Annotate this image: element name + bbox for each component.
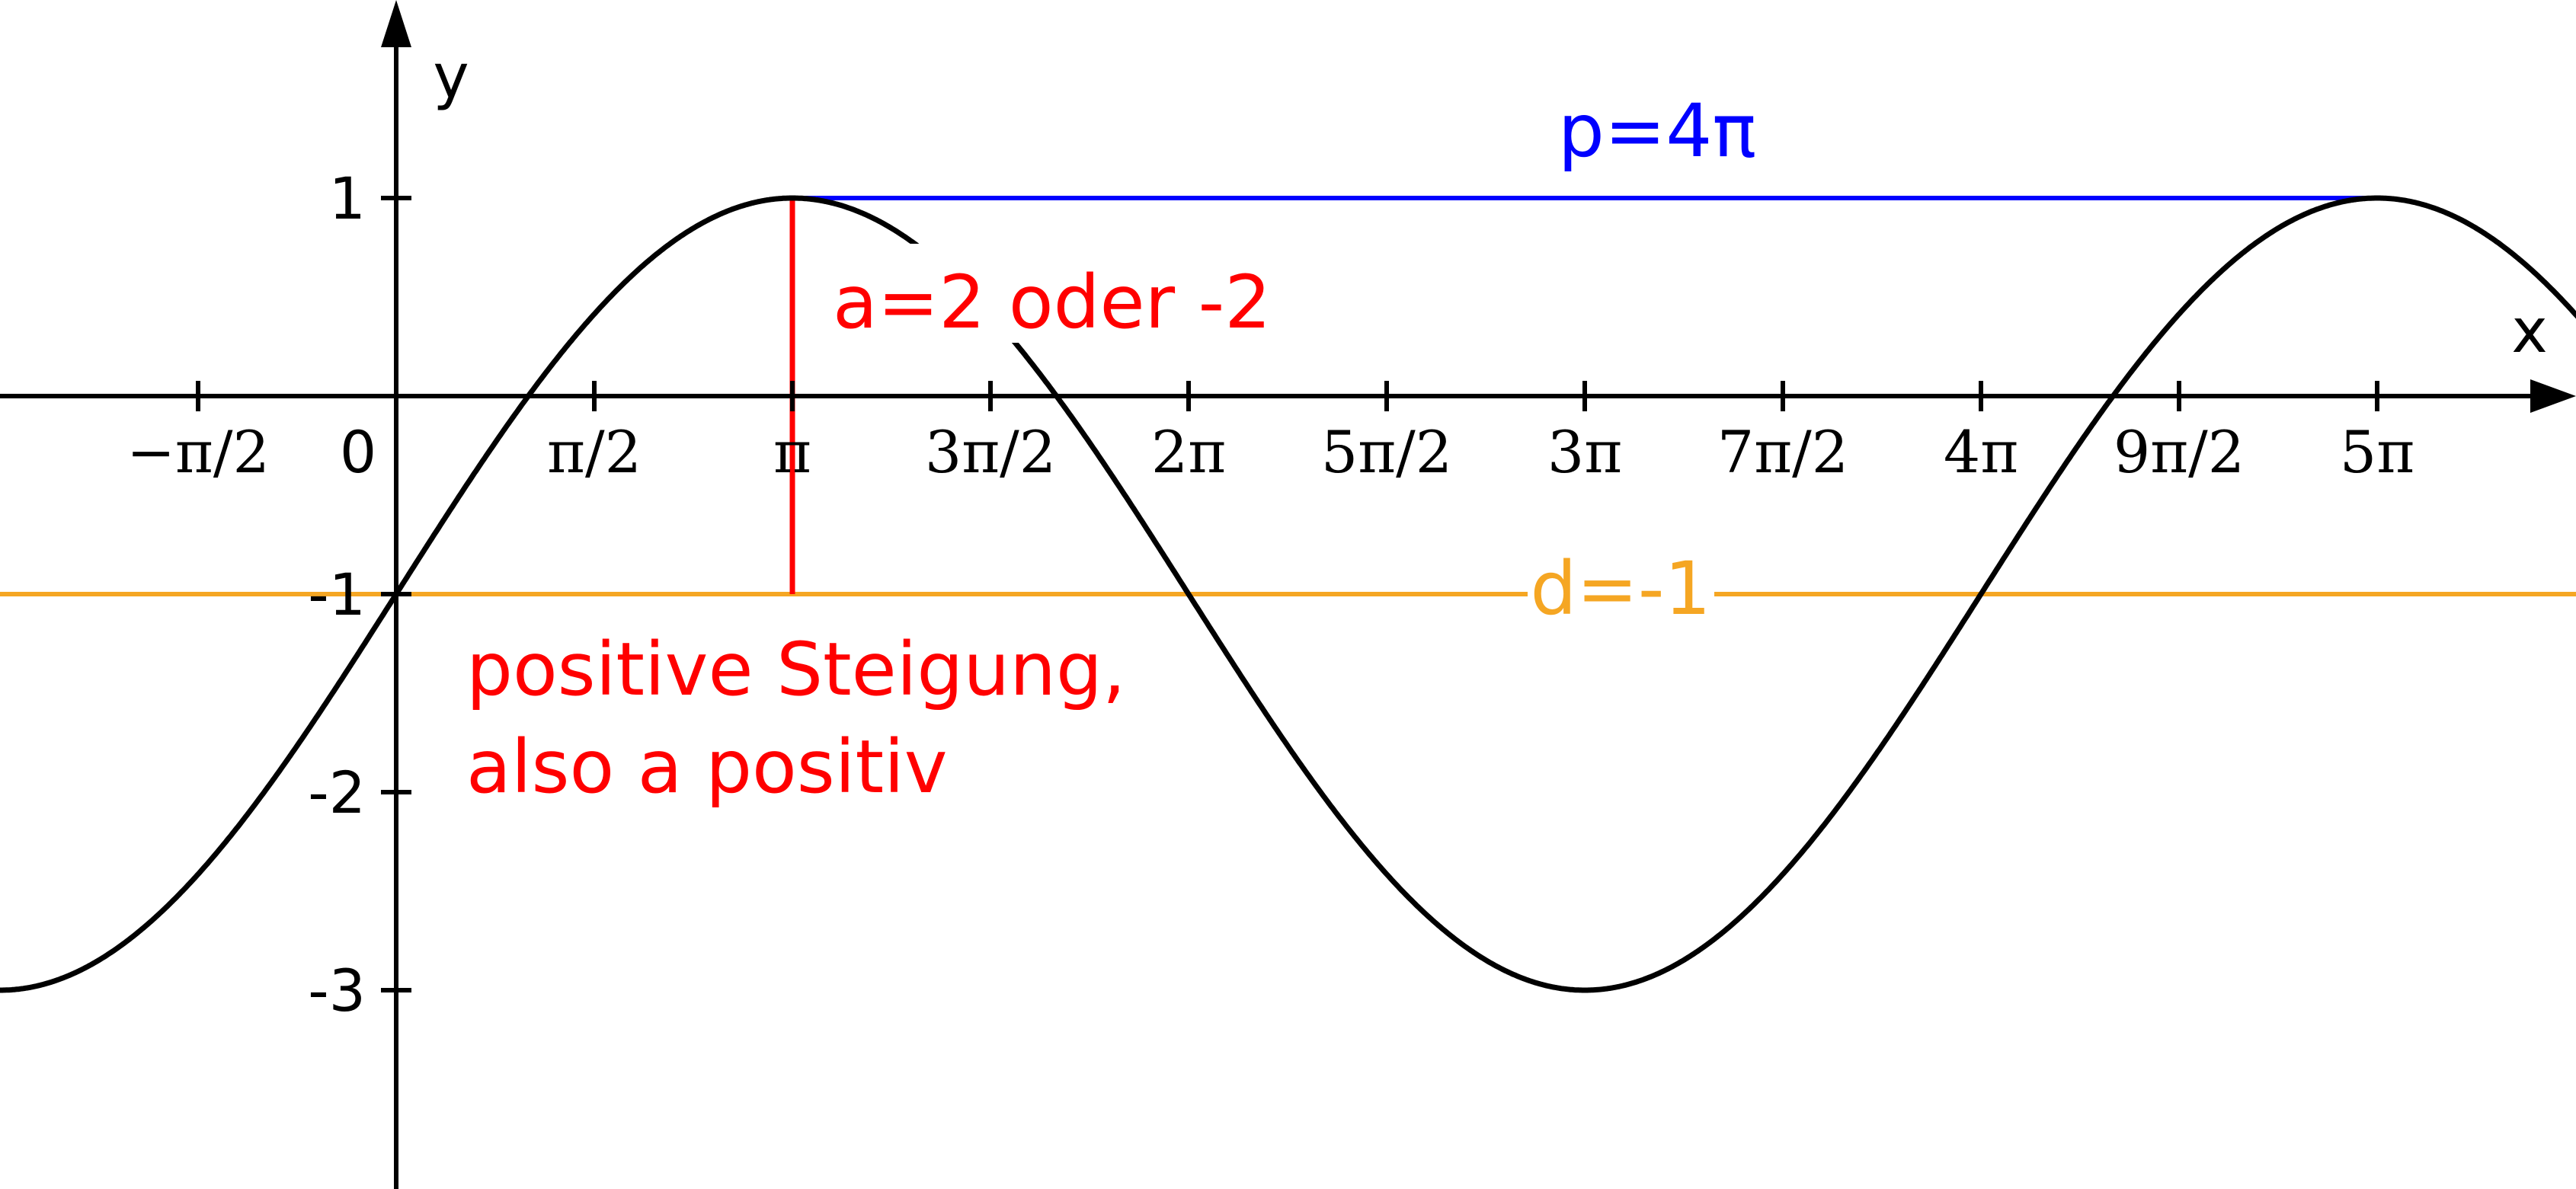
curve-layer <box>0 195 2576 993</box>
ticks <box>196 196 2379 992</box>
x-tick-label: π <box>773 418 811 486</box>
x-tick-label: −π/2 <box>126 418 270 486</box>
y-tick-label: -1 <box>308 561 366 628</box>
sine-curve <box>0 195 2576 993</box>
offset-label-bg <box>1528 548 1714 632</box>
x-tick-label: 9π/2 <box>2114 418 2245 486</box>
x-tick-label: π/2 <box>547 418 642 486</box>
y-axis-label: y <box>433 41 469 112</box>
x-tick-label: 7π/2 <box>1717 418 1848 486</box>
x-tick-label: 3π/2 <box>925 418 1056 486</box>
y-tick-label: -3 <box>308 957 366 1024</box>
x-axis-arrow-icon <box>2530 379 2576 413</box>
slope-label-bg <box>461 632 1116 708</box>
amplitude-label-bg <box>827 244 1276 343</box>
x-tick-label: 2π <box>1151 418 1226 486</box>
x-tick-label: 5π/2 <box>1321 418 1452 486</box>
x-tick-label: 3π <box>1547 418 1622 486</box>
slope-note-line-2: also a positiv <box>466 724 948 810</box>
x-tick-label: 5π <box>2340 418 2414 486</box>
y-tick-label: 1 <box>329 165 366 232</box>
x-tick-label: 4π <box>1944 418 2018 486</box>
origin-label: 0 <box>340 418 376 486</box>
x-axis-label: x <box>2511 296 2547 366</box>
period-label: p=4π <box>1558 88 1756 174</box>
slope-note-line-1: positive Steigung, <box>466 627 1125 712</box>
amplitude-label: a=2 oder -2 <box>833 260 1271 345</box>
offset-label: d=-1 <box>1530 546 1710 631</box>
y-axis-arrow-icon <box>381 0 411 47</box>
labels: −π/2 π/2 π 3π/2 2π 5π/2 3π 7π/2 4π 9π/2 5π 0 1 -1 -2 -3… <box>126 41 2547 1024</box>
y-tick-label: -2 <box>308 759 366 826</box>
